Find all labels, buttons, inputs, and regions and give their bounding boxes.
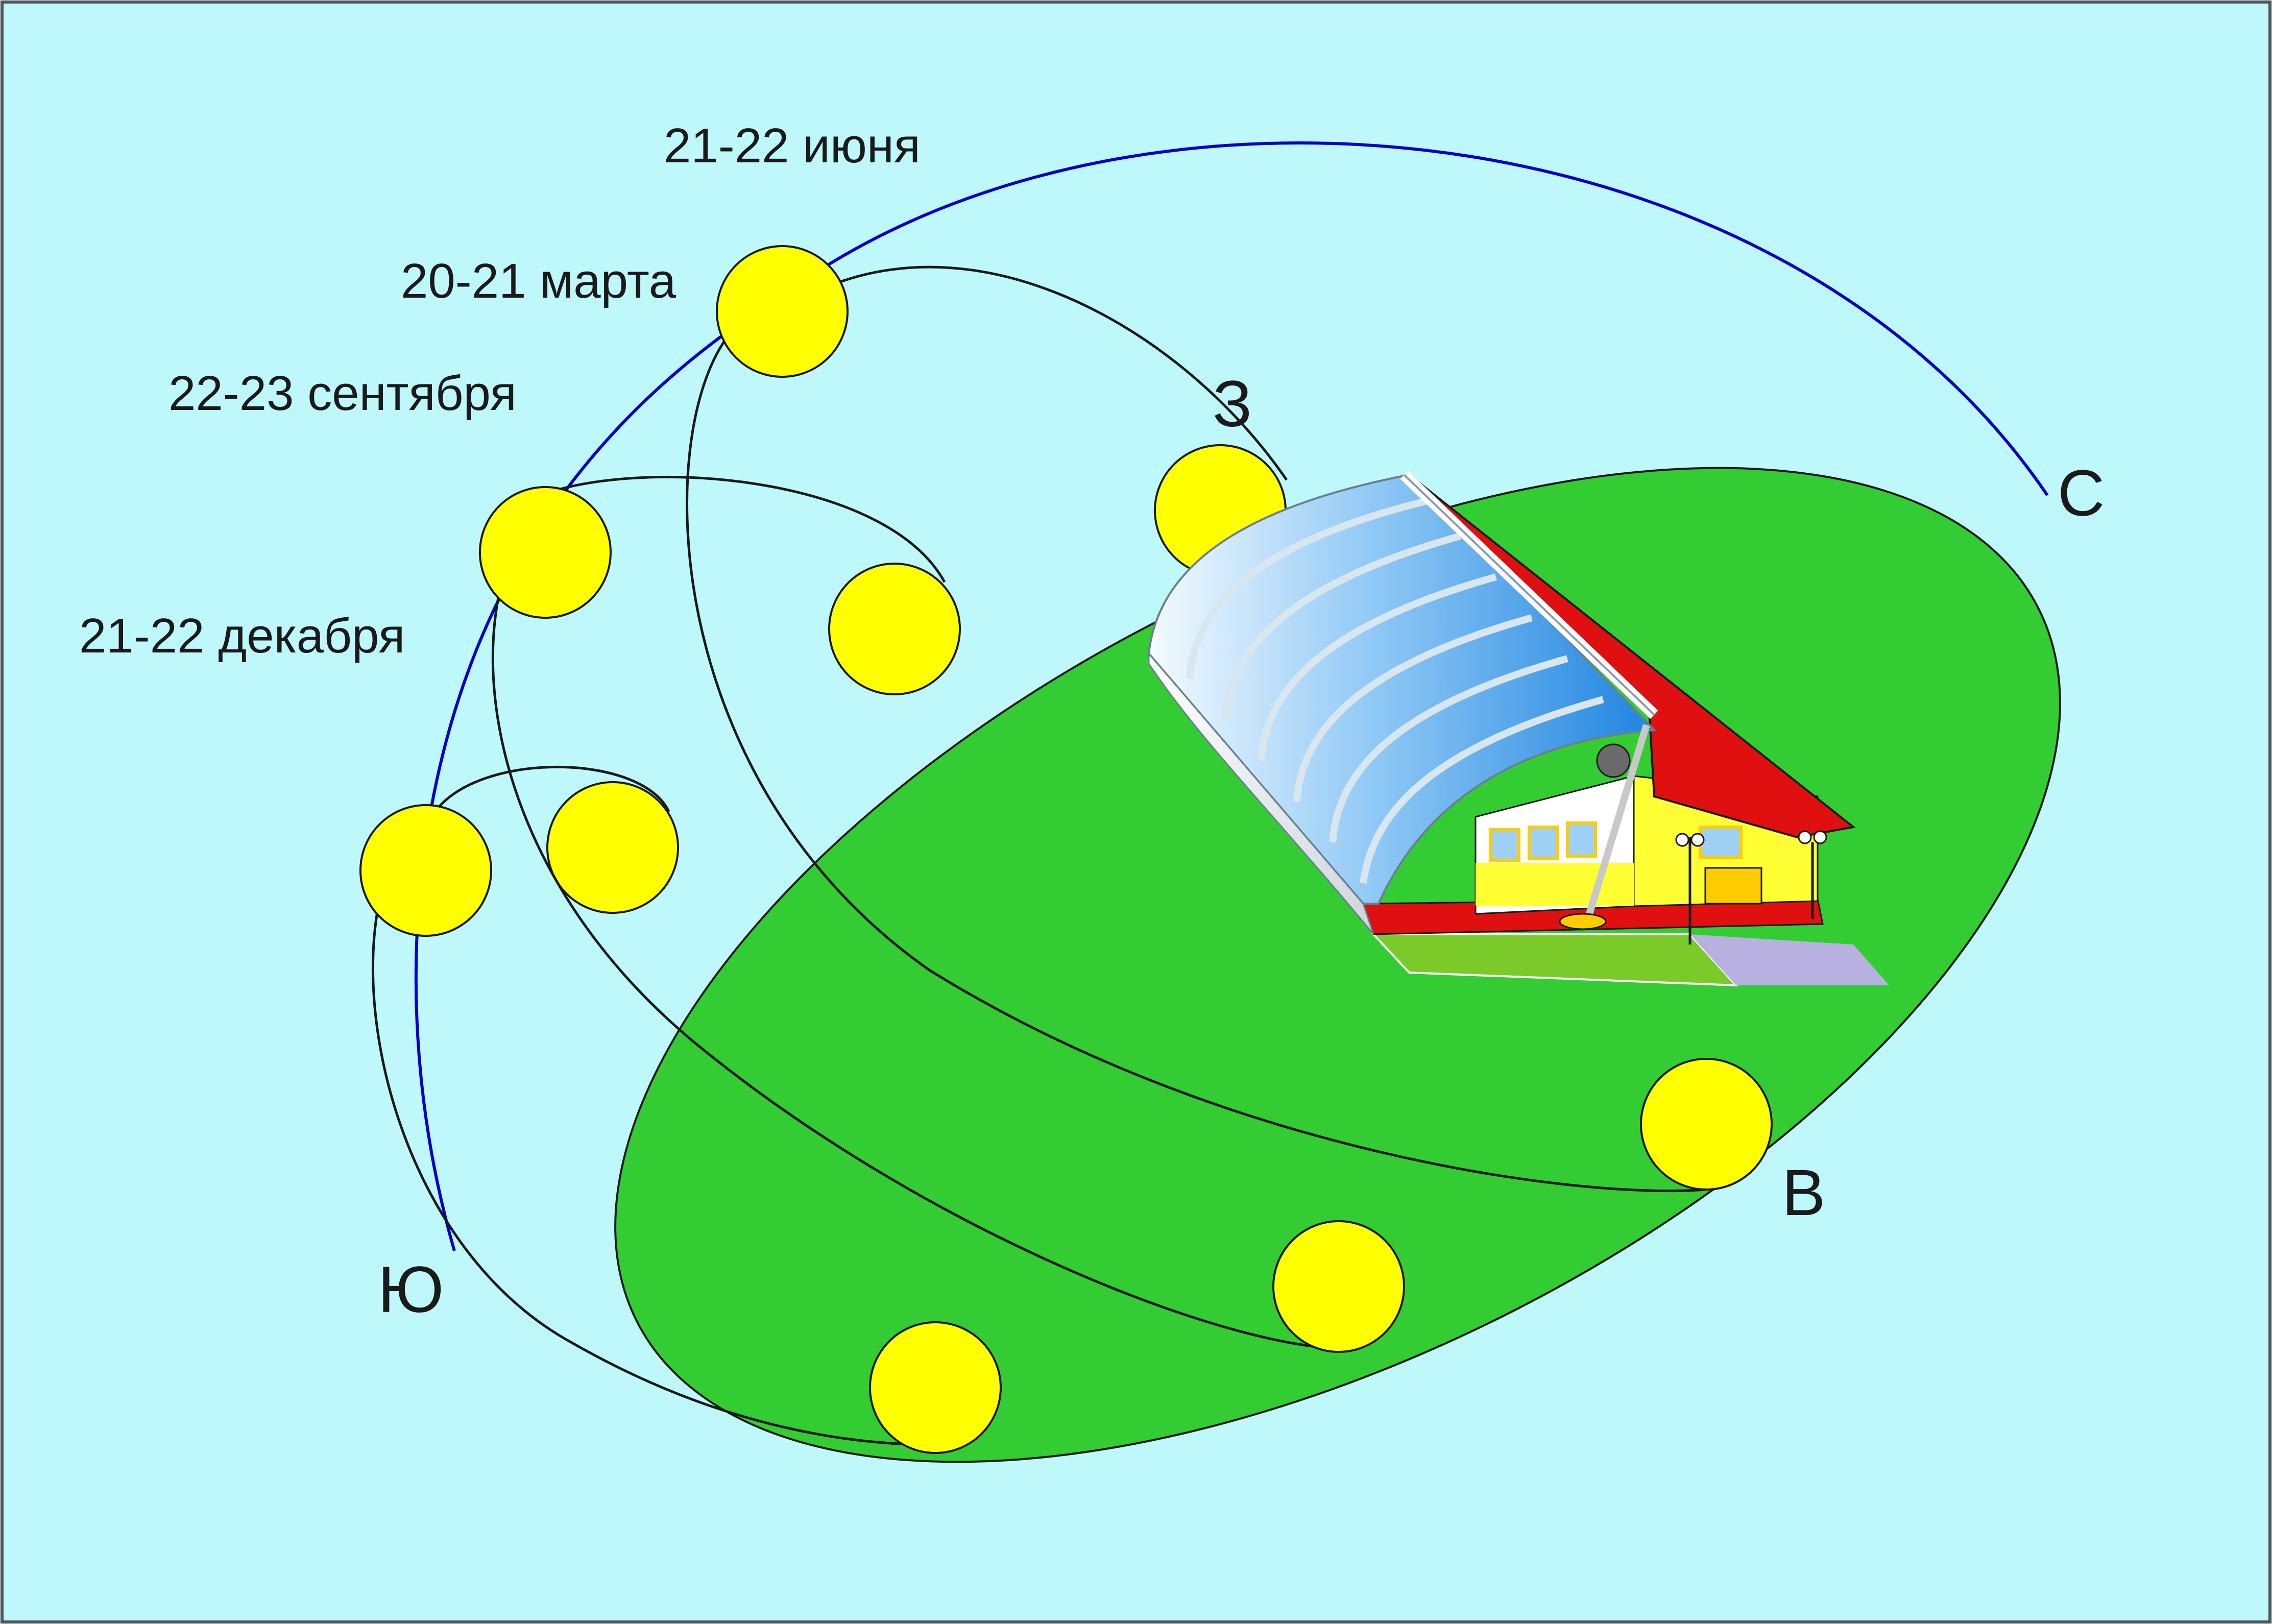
label-south: Ю	[378, 1253, 444, 1326]
greenhouse-house-icon	[1147, 471, 1889, 987]
sun-icon	[1640, 1058, 1773, 1191]
label-north: С	[2058, 457, 2105, 530]
sun-icon	[828, 563, 961, 695]
sun-path-june-top	[780, 265, 1288, 481]
label-march: 20-21 марта	[401, 254, 676, 308]
label-september: 22-23 сентября	[168, 366, 517, 421]
sun-icon	[479, 486, 612, 619]
sun-icon	[869, 1321, 1002, 1454]
sun-path-december-top	[438, 765, 670, 813]
label-june: 21-22 июня	[664, 118, 921, 173]
label-december: 21-22 декабря	[79, 609, 405, 663]
sun-icon	[1272, 1220, 1405, 1353]
label-west: З	[1213, 368, 1252, 441]
label-east: В	[1782, 1156, 1825, 1229]
sun-path-equinox	[491, 489, 1328, 1349]
sun-path-equinox-top	[556, 475, 946, 583]
sun-icon	[716, 245, 849, 378]
sun-icon	[359, 804, 492, 937]
sun-path-june	[686, 309, 1706, 1193]
sun-icon	[546, 781, 679, 914]
